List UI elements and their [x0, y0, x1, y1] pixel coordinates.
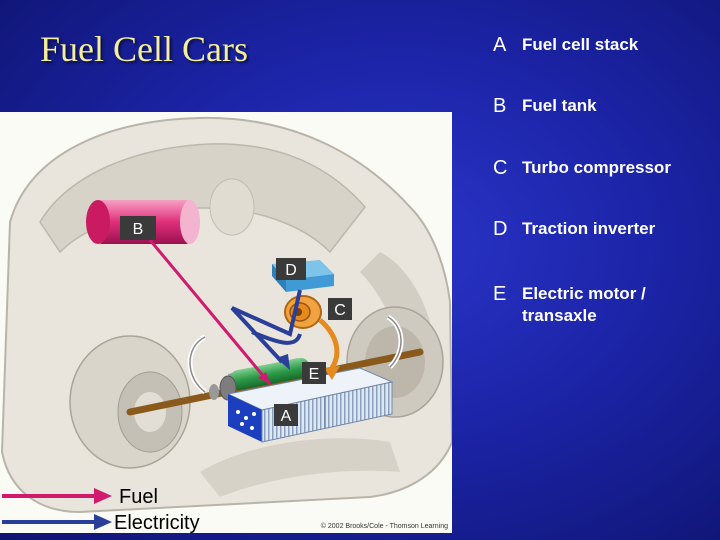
- fuel-flow-arrow: [148, 239, 272, 385]
- legend-letter: B: [493, 95, 507, 117]
- slide-title: Fuel Cell Cars: [40, 29, 248, 69]
- copyright-notice: © 2002 Brooks/Cole - Thomson Learning: [320, 523, 448, 530]
- legend-letter: D: [493, 218, 508, 240]
- callout-a: A: [274, 404, 298, 426]
- fuel-legend-arrow: [2, 488, 112, 504]
- callout-d: D: [276, 258, 306, 280]
- callout-label-b: B: [133, 221, 144, 238]
- legend-letter: A: [493, 34, 507, 56]
- fuel-cell-stack: [226, 367, 394, 443]
- legend-label: Electric motor / transaxle: [522, 284, 646, 325]
- legend-label: Traction inverter: [522, 219, 656, 238]
- electricity-legend-arrow: [2, 514, 112, 530]
- callout-label-a: A: [281, 408, 292, 425]
- car-diagram-panel: B D C E A © 2002 Brooks/Cole - Thomson L…: [0, 112, 452, 533]
- callout-c: C: [328, 298, 352, 320]
- callout-label-e: E: [309, 366, 320, 383]
- fuel-legend-label: Fuel: [119, 486, 158, 508]
- electricity-legend-label: Electricity: [114, 512, 200, 534]
- legend-label: Fuel cell stack: [522, 35, 639, 54]
- callout-label-d: D: [285, 262, 297, 279]
- air-flow-arrow: [318, 318, 340, 380]
- flow-legend-arrows: [2, 488, 112, 530]
- turbo-compressor: [284, 295, 322, 329]
- callout-label-c: C: [334, 302, 346, 319]
- car-body: [0, 116, 452, 514]
- callout-e: E: [302, 362, 326, 384]
- callout-b: B: [120, 216, 156, 240]
- electricity-flow-arrows: [230, 289, 302, 364]
- legend-letter: E: [493, 283, 507, 305]
- flow-legend: Fuel Electricity: [0, 482, 240, 540]
- car-diagram: B D C E A: [0, 116, 452, 514]
- legend-label: Turbo compressor: [522, 158, 671, 177]
- legend-letter: C: [493, 157, 508, 179]
- legend-label: Fuel tank: [522, 96, 597, 115]
